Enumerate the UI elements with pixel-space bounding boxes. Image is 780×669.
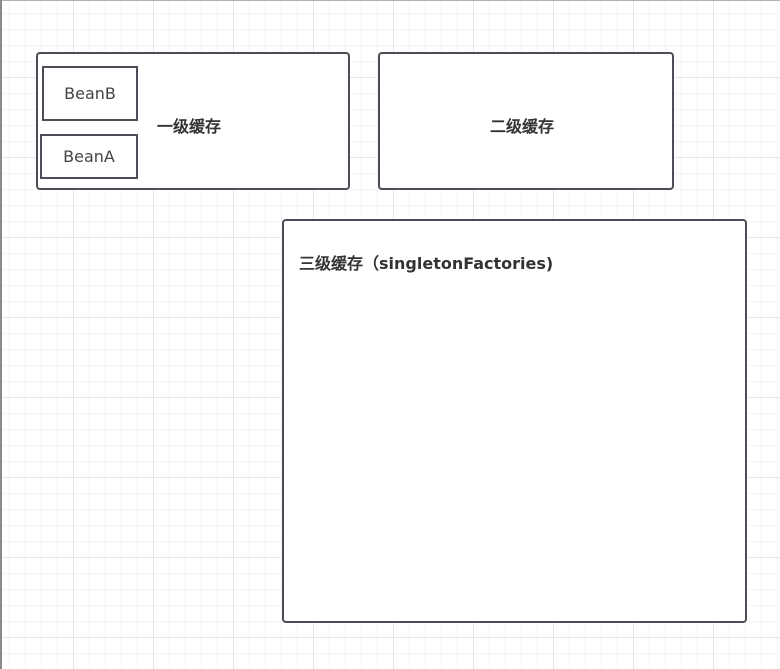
frame-left-edge xyxy=(0,0,2,669)
level1-cache-label: 一级缓存 xyxy=(157,117,222,136)
level2-cache-label: 二级缓存 xyxy=(490,117,555,136)
bean-a-box[interactable]: BeanA xyxy=(40,134,138,179)
level2-cache-box[interactable] xyxy=(378,52,674,190)
level3-cache-label: 三级缓存（singletonFactories) xyxy=(299,254,554,273)
bean-b-box[interactable]: BeanB xyxy=(42,66,138,121)
frame-top-edge xyxy=(0,0,780,1)
bean-a-label: BeanA xyxy=(63,147,115,166)
level3-cache-box[interactable] xyxy=(282,219,747,623)
bean-b-label: BeanB xyxy=(64,84,116,103)
